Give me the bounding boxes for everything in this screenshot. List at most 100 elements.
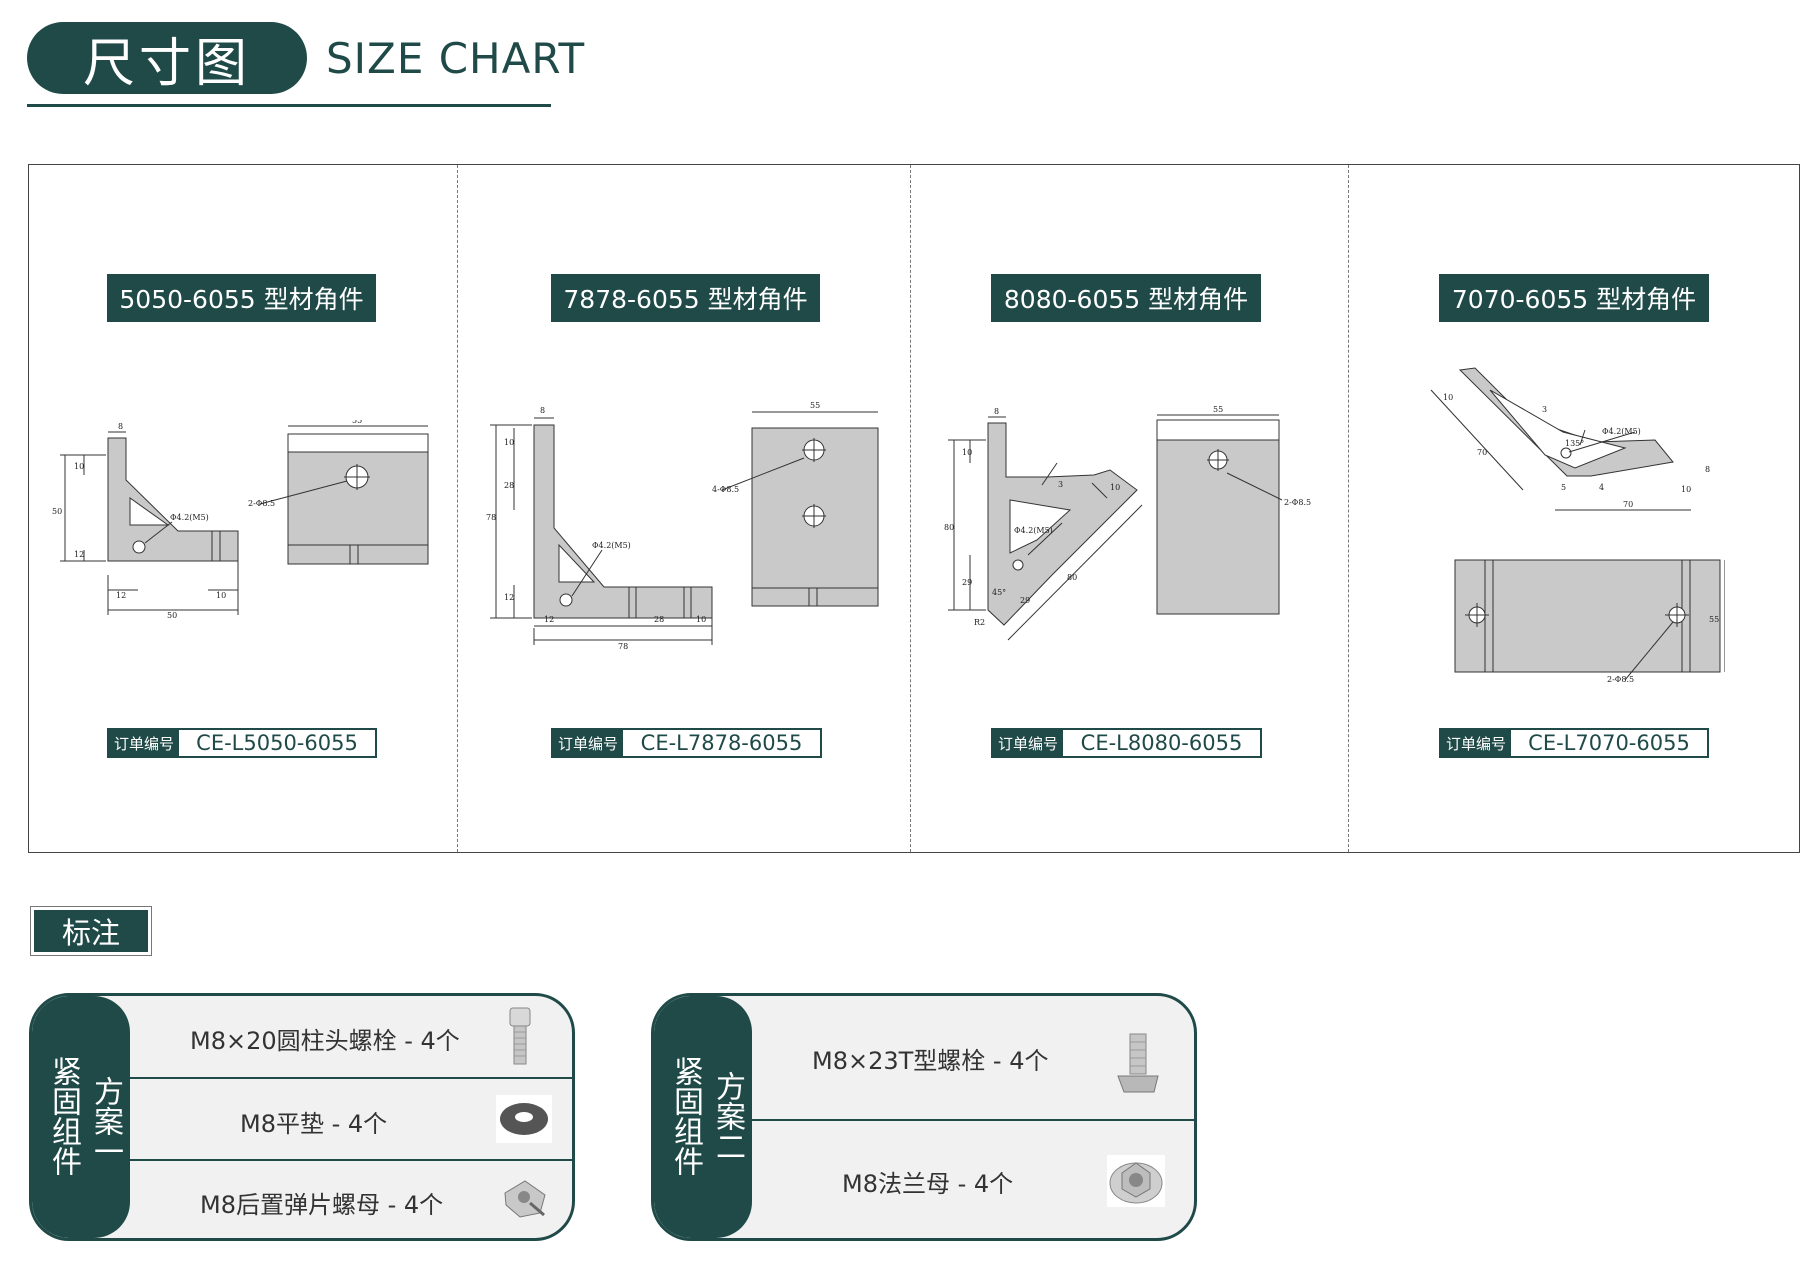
dim-label: Φ4.2(M5) xyxy=(592,541,631,550)
drawing-5050: 8 55 2-Φ8.5 Φ4.2(M5) 50 10 12 12 10 50 xyxy=(52,420,429,620)
order-number-code: CE-L5050-6055 xyxy=(196,731,358,755)
dim-label: 28 xyxy=(504,481,514,490)
kit-group-label: 紧固组件 xyxy=(46,1056,81,1176)
header-title-en: SIZE CHART xyxy=(326,34,586,83)
kit-item-text: M8平垫 - 4个 xyxy=(240,1110,388,1138)
bracket-side-view xyxy=(987,422,1138,626)
dim-label: 29 xyxy=(962,578,972,587)
header-underline xyxy=(27,104,551,107)
flat-washer-icon xyxy=(496,1095,552,1143)
cap-screw-icon xyxy=(509,1007,531,1065)
bracket-side-view xyxy=(107,437,239,562)
dim-label: 3 xyxy=(1542,405,1547,414)
dim-label: 135° xyxy=(1565,439,1584,448)
dim-label: 10 xyxy=(504,438,514,447)
dim-label: 45° xyxy=(992,588,1006,597)
order-number-code: CE-L7070-6055 xyxy=(1528,731,1690,755)
dim-label: 55 xyxy=(1709,615,1719,624)
dim-label: 2-Φ8.5 xyxy=(1284,498,1311,507)
kit-item-text: M8×20圆柱头螺栓 - 4个 xyxy=(190,1027,460,1055)
kit-item-row: M8后置弹片螺母 - 4个 xyxy=(130,1159,572,1238)
dim-label: 80 xyxy=(1067,573,1077,582)
kit-item-row: M8×20圆柱头螺栓 - 4个 xyxy=(130,996,572,1079)
fastener-kit-plan-2: 方案二 紧固组件 M8×23T型螺栓 - 4个 M8法兰母 - 4个 xyxy=(651,993,1197,1241)
dim-label: 10 xyxy=(74,462,84,471)
dim-label: 8 xyxy=(540,406,545,415)
kit-plan-label: 方案一 xyxy=(88,1076,123,1166)
dim-label: 78 xyxy=(486,513,496,522)
dim-label: 50 xyxy=(167,611,177,620)
dim-label: 10 xyxy=(216,591,226,600)
order-number-label: 订单编号 xyxy=(1441,730,1511,756)
dim-label: 10 xyxy=(962,448,972,457)
kit-side-label: 方案一 紧固组件 xyxy=(32,996,130,1238)
dim-label: 12 xyxy=(504,593,514,602)
order-number-label: 订单编号 xyxy=(109,730,179,756)
kit-item-text: M8后置弹片螺母 - 4个 xyxy=(200,1191,444,1219)
dim-label: 2-Φ8.5 xyxy=(1607,675,1634,684)
order-number-box: 订单编号 CE-L8080-6055 xyxy=(991,728,1262,758)
dim-label: 80 xyxy=(944,523,954,532)
dim-label: 12 xyxy=(116,591,126,600)
dim-label: Φ4.2(M5) xyxy=(1014,526,1053,535)
dim-label: 10 xyxy=(1110,483,1120,492)
dim-label: 12 xyxy=(544,615,554,624)
order-number-box: 订单编号 CE-L5050-6055 xyxy=(107,728,377,758)
drawing-8080: 8 55 2-Φ8.5 Φ4.2(M5) 80 10 29 3 10 80 29… xyxy=(944,405,1311,641)
order-number-code: CE-L8080-6055 xyxy=(1080,731,1243,755)
order-number-label: 订单编号 xyxy=(553,730,623,756)
dim-label: 3 xyxy=(1058,480,1063,489)
column-divider xyxy=(910,165,911,852)
dim-label: 29 xyxy=(1020,596,1030,605)
spring-nut-icon xyxy=(504,1180,546,1218)
bracket-side-view xyxy=(533,424,713,619)
dim-label: 4-Φ8.5 xyxy=(712,485,739,494)
fastener-kit-plan-1: 方案一 紧固组件 M8×20圆柱头螺栓 - 4个 M8平垫 - 4个 M8后置弹… xyxy=(29,993,575,1241)
dim-label: 78 xyxy=(618,642,628,650)
dim-label: 70 xyxy=(1623,500,1633,509)
dim-label: R2 xyxy=(974,618,985,627)
product-title: 5050-6055 型材角件 xyxy=(107,274,376,322)
dim-label: 55 xyxy=(352,420,362,425)
column-divider xyxy=(457,165,458,852)
dim-label: 55 xyxy=(810,401,820,410)
dim-label: 10 xyxy=(1443,393,1453,402)
order-number-box: 订单编号 CE-L7070-6055 xyxy=(1439,728,1709,758)
kit-side-label: 方案二 紧固组件 xyxy=(654,996,752,1238)
notes-tag: 标注 xyxy=(30,906,152,956)
dim-label: 5 xyxy=(1561,483,1566,492)
kit-item-row: M8法兰母 - 4个 xyxy=(752,1119,1194,1238)
dim-label: 55 xyxy=(1213,405,1223,414)
kit-group-label: 紧固组件 xyxy=(668,1056,703,1176)
product-title: 7070-6055 型材角件 xyxy=(1439,274,1709,322)
product-title: 8080-6055 型材角件 xyxy=(991,274,1261,322)
kit-item-text: M8法兰母 - 4个 xyxy=(842,1170,1014,1198)
kit-item-row: M8×23T型螺栓 - 4个 xyxy=(752,996,1194,1121)
dim-label: Φ4.2(M5) xyxy=(1602,427,1641,436)
dim-label: 12 xyxy=(74,550,84,559)
t-bolt-icon xyxy=(1117,1033,1159,1093)
dim-label: 8 xyxy=(1705,465,1710,474)
dim-label: 28 xyxy=(654,615,664,624)
dim-label: 10 xyxy=(696,615,706,624)
dim-label: 4 xyxy=(1599,483,1604,492)
kit-item-text: M8×23T型螺栓 - 4个 xyxy=(812,1047,1049,1075)
dim-label: 8 xyxy=(994,407,999,416)
kit-item-row: M8平垫 - 4个 xyxy=(130,1077,572,1161)
kit-plan-label: 方案二 xyxy=(710,1071,745,1161)
product-title: 7878-6055 型材角件 xyxy=(551,274,820,322)
dim-label: 10 xyxy=(1681,485,1691,494)
order-number-code: CE-L7878-6055 xyxy=(640,731,803,755)
dim-label: 8 xyxy=(118,422,123,431)
notes-label: 标注 xyxy=(34,910,148,952)
dim-label: Φ4.2(M5) xyxy=(170,513,209,522)
order-number-label: 订单编号 xyxy=(993,730,1063,756)
drawing-7070: 10 3 70 135° Φ4.2(M5) 8 10 70 4 5 55 2-Φ… xyxy=(1430,367,1725,684)
order-number-box: 订单编号 CE-L7878-6055 xyxy=(551,728,822,758)
flange-nut-icon xyxy=(1107,1155,1165,1207)
drawing-7878: 8 55 4-Φ8.5 Φ4.2(M5) 78 10 28 12 12 28 1… xyxy=(486,401,879,650)
column-divider xyxy=(1348,165,1349,852)
header-title-badge: 尺寸图 xyxy=(27,22,307,94)
dim-label: 70 xyxy=(1477,448,1487,457)
dim-label: 2-Φ8.5 xyxy=(248,499,275,508)
